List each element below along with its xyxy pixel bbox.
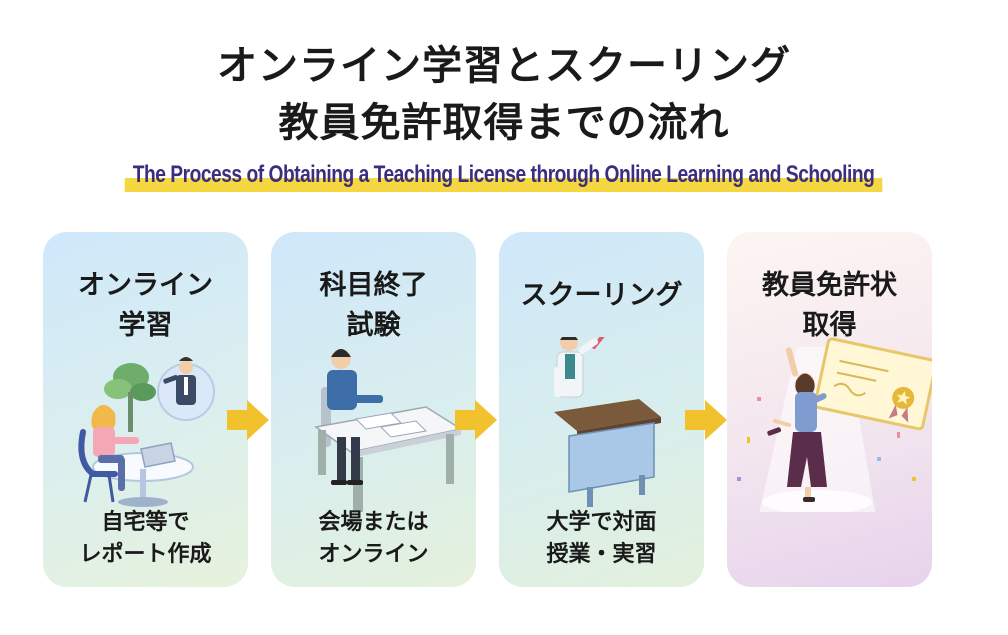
license-celebration-illustration: [737, 337, 932, 512]
step-title: 教員免許状 取得: [727, 266, 932, 346]
step-card-final-exam: 科目終了 試験 会場または オンライン: [271, 232, 476, 587]
step-title-line2: 学習: [118, 310, 173, 341]
online-study-illustration: [78, 357, 215, 507]
step-title-line2: 取得: [802, 310, 857, 341]
exam-illustration: [314, 349, 463, 512]
english-subtitle: The Process of Obtaining a Teaching Lice…: [125, 160, 883, 192]
step-title-line2: 試験: [346, 310, 401, 341]
step-desc-line2: オンライン: [318, 542, 429, 567]
arrow-right-icon: [227, 400, 269, 440]
step-desc-line1: 自宅等で: [101, 510, 190, 535]
step-title-line1: 科目終了: [319, 270, 428, 301]
step-description: 自宅等で レポート作成: [43, 507, 248, 571]
schooling-illustration: [554, 337, 661, 507]
main-title-line2: 教員免許取得までの流れ: [278, 100, 730, 146]
step-title: スクーリング: [499, 276, 704, 316]
step-card-schooling: スクーリング 大学で対面 授業・実習: [499, 232, 704, 587]
step-desc-line1: 会場または: [318, 510, 429, 535]
step-title: オンライン 学習: [43, 266, 248, 346]
subtitle-banner: The Process of Obtaining a Teaching Lice…: [0, 160, 1008, 192]
arrow-right-icon: [455, 400, 497, 440]
step-description: 大学で対面 授業・実習: [499, 507, 704, 571]
step-title-line1: 教員免許状: [762, 270, 897, 301]
main-title-line1: オンライン学習とスクーリング: [217, 43, 791, 89]
arrow-right-icon: [685, 400, 727, 440]
step-title-line1: スクーリング: [520, 280, 683, 311]
step-desc-line2: レポート作成: [79, 542, 212, 567]
step-desc-line1: 大学で対面: [546, 510, 657, 535]
step-desc-line2: 授業・実習: [546, 542, 657, 567]
step-title: 科目終了 試験: [271, 266, 476, 346]
step-description: 会場または オンライン: [271, 507, 476, 571]
step-card-license-obtained: 教員免許状 取得: [727, 232, 932, 587]
step-title-line1: オンライン: [78, 270, 213, 301]
step-card-online-study: オンライン 学習 自宅等で レポート作成: [43, 232, 248, 587]
